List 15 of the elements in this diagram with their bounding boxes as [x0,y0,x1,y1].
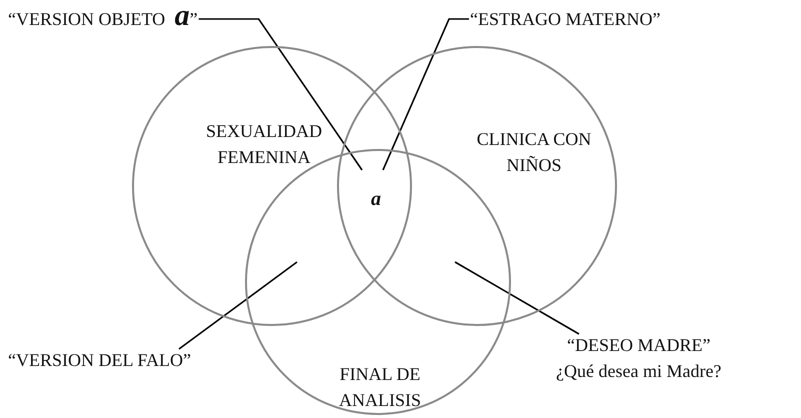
leader-line [178,261,298,350]
leader-line [198,18,363,170]
callout-text: “DESEO MADRE” [566,334,710,357]
leader-line [382,18,469,170]
set-label: FINAL DE ANALISIS [338,363,422,412]
set-label: CLINICA CON NIÑOS [476,128,592,177]
leader-line [454,261,580,335]
callout-text: “VERSION DEL FALO” [8,349,191,372]
set-label: SEXUALIDAD FEMENINA [205,120,323,169]
callout-note: ¿Qué desea mi Madre? [556,360,722,383]
set-circle [132,46,412,326]
intersection-label: a [371,188,381,211]
callout-text: “ESTRAGO MATERNO” [470,8,660,31]
set-circle [337,46,617,326]
callout-text: “VERSION OBJETO a” [8,6,198,32]
